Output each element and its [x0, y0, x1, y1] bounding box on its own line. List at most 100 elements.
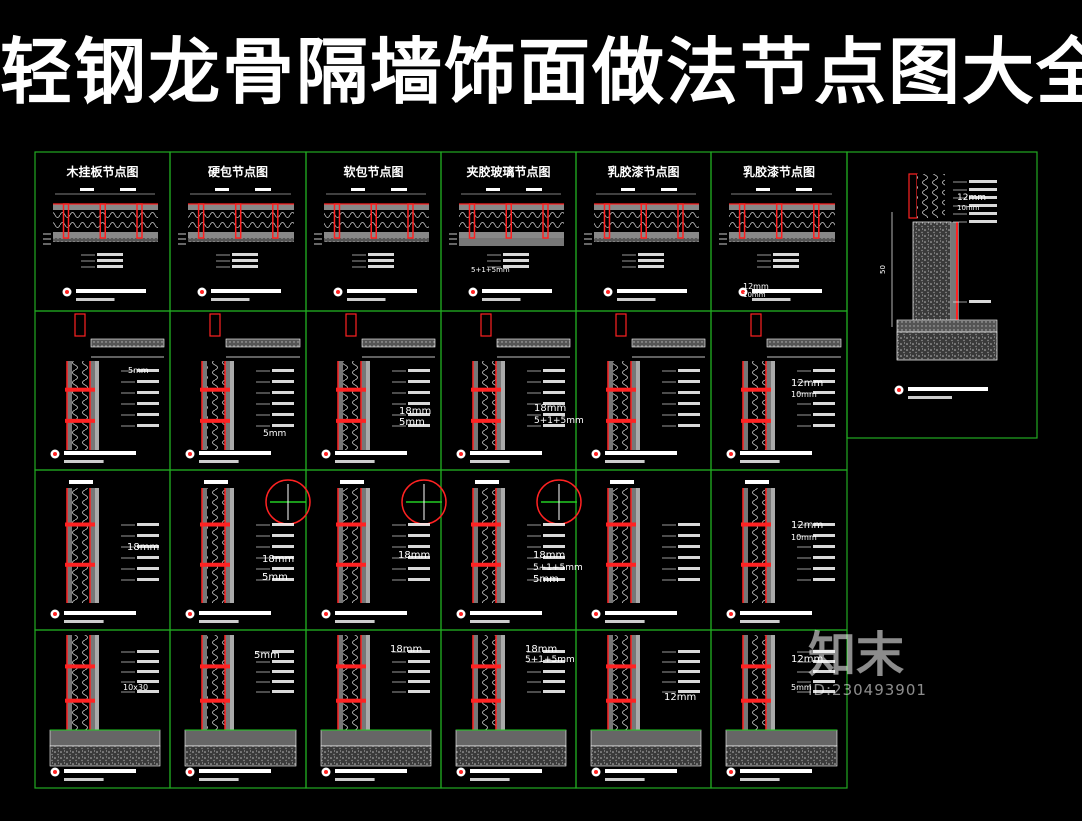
plan-detail-3: 软包节点图	[314, 164, 429, 301]
note-text	[368, 265, 394, 268]
note-text	[408, 413, 430, 416]
note-text	[408, 556, 430, 559]
dimension-label: 5+1+5mm	[534, 416, 584, 426]
note-text	[678, 650, 700, 653]
note-text	[137, 402, 159, 405]
caption-text	[470, 769, 542, 773]
note-text	[97, 253, 123, 256]
panel-frame	[440, 310, 577, 471]
finish-layer	[501, 635, 505, 733]
detail-title: 乳胶漆节点图	[607, 164, 679, 179]
board-layer	[338, 488, 343, 603]
detail-marker-dot	[606, 290, 610, 294]
board-layer	[608, 488, 613, 603]
board-layer	[608, 361, 613, 450]
note-text	[272, 680, 294, 683]
board-layer	[90, 488, 95, 603]
insulation-layer	[748, 635, 766, 733]
note-text	[969, 204, 997, 207]
dim-text	[69, 480, 93, 484]
joint-marker	[200, 562, 230, 567]
panel-frame	[34, 310, 171, 471]
section-detail-r2c4	[456, 313, 571, 463]
note-text	[408, 424, 430, 427]
dim-text	[610, 480, 634, 484]
dimension-label: 5mm	[791, 683, 812, 692]
note-text	[543, 567, 565, 570]
section-detail-r4c2	[184, 635, 297, 781]
note-text	[137, 578, 159, 581]
finish-layer	[771, 361, 775, 450]
section-detail-r4c4	[455, 635, 567, 781]
board-layer	[743, 635, 748, 733]
ceiling-slab	[90, 338, 165, 348]
note-text	[408, 690, 430, 693]
caption-sub-text	[605, 620, 645, 623]
caption-sub-text	[335, 778, 375, 781]
note-text	[272, 424, 294, 427]
detail-marker-dot	[741, 290, 745, 294]
joint-marker	[741, 418, 771, 423]
panel-content: 木挂板节点图硬包节点图软包节点图夹胶玻璃节点图乳胶漆节点图乳胶漆节点图5mm18…	[43, 164, 842, 781]
joint-marker	[606, 522, 636, 527]
board-layer	[90, 361, 95, 450]
top-track	[74, 313, 86, 337]
note-text	[969, 180, 997, 183]
insulation-layer	[207, 488, 225, 603]
detail-marker-dot	[594, 612, 598, 616]
note-text	[969, 300, 991, 303]
board-layer	[496, 488, 501, 603]
note-text	[543, 556, 565, 559]
dim-text	[255, 188, 271, 191]
dimension-label: 10mm	[743, 291, 766, 299]
section-detail-r3c6	[726, 480, 835, 623]
caption-sub-text	[64, 778, 104, 781]
joint-marker	[336, 698, 366, 703]
board-layer	[361, 361, 366, 450]
dim-text	[475, 480, 499, 484]
caption-text	[76, 289, 146, 293]
note-text	[272, 534, 294, 537]
note-text	[137, 424, 159, 427]
caption-text	[908, 387, 988, 391]
joint-marker	[336, 387, 366, 392]
caption-text	[335, 451, 407, 455]
section-detail-r2c2	[185, 313, 301, 463]
top-track	[615, 313, 627, 337]
note-text	[543, 660, 565, 663]
note-text	[678, 391, 700, 394]
detail-marker-dot	[594, 452, 598, 456]
note-text	[638, 265, 664, 268]
joint-marker	[336, 522, 366, 527]
insulation-layer	[72, 635, 90, 733]
note-text	[137, 545, 159, 548]
dimension-label: 18mm	[399, 406, 431, 417]
dimension-label: 18mm	[525, 644, 557, 655]
insulation-layer	[72, 488, 90, 603]
joint-marker	[471, 664, 501, 669]
finish-layer	[230, 488, 234, 603]
dimension-label: 10mm	[791, 533, 817, 542]
caption-text	[740, 451, 812, 455]
note-text	[272, 567, 294, 570]
dim-text	[215, 188, 229, 191]
panel-frame	[305, 310, 442, 471]
detail-marker-dot	[188, 452, 192, 456]
finish-layer	[230, 361, 234, 450]
board-layer	[631, 488, 636, 603]
joint-marker	[65, 522, 95, 527]
insulation-layer	[478, 635, 496, 733]
board-layer	[361, 635, 366, 733]
panel-frame	[575, 469, 712, 631]
note-text	[813, 660, 835, 663]
note-text	[137, 369, 159, 372]
note-text	[408, 369, 430, 372]
note-text	[678, 660, 700, 663]
joint-marker	[741, 562, 771, 567]
caption-text	[199, 451, 271, 455]
note-text	[137, 670, 159, 673]
watermark-id: ID:230493901	[808, 681, 927, 699]
dim-text	[80, 188, 94, 191]
dim-text	[486, 188, 500, 191]
joint-marker	[200, 522, 230, 527]
